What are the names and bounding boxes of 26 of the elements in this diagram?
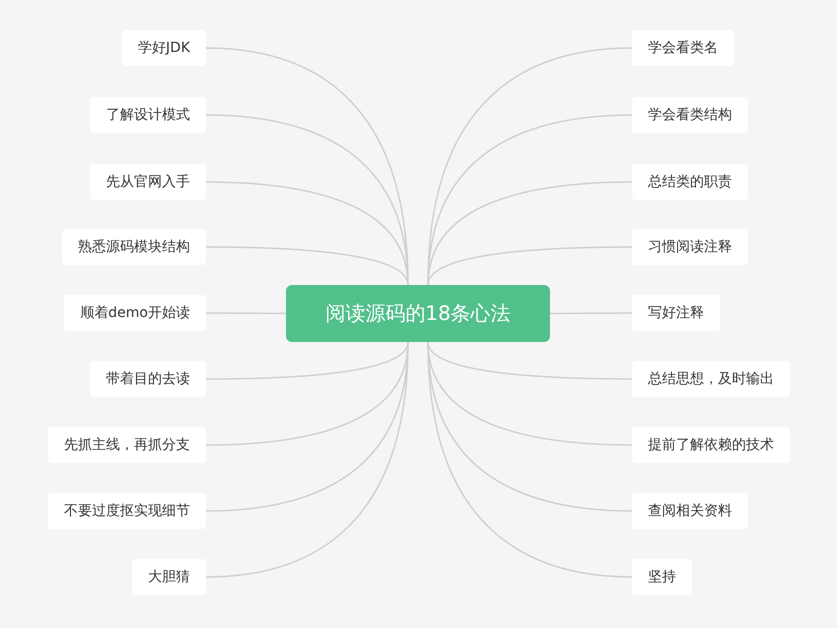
topic-box: 带着目的去读 [90, 361, 206, 397]
topic-box: 学好JDK [122, 30, 206, 66]
topic-box: 先抓主线，再抓分支 [48, 427, 206, 463]
central-topic-box: 阅读源码的18条心法 [286, 285, 550, 342]
topic-box: 了解设计模式 [90, 97, 206, 133]
topic-box: 先从官网入手 [90, 164, 206, 200]
topic-box: 学会看类结构 [632, 97, 748, 133]
topic-box: 熟悉源码模块结构 [62, 229, 206, 265]
connector [206, 312, 286, 314]
topic-box: 顺着demo开始读 [64, 295, 206, 331]
connector [206, 246, 409, 286]
connector [427, 246, 632, 286]
topic-box: 提前了解依赖的技术 [632, 427, 790, 463]
connector [206, 342, 409, 578]
connector [427, 47, 632, 286]
topic-box: 大胆猜 [132, 559, 206, 595]
topic-box: 坚持 [632, 559, 692, 595]
topic-box: 查阅相关资料 [632, 493, 748, 529]
connector [550, 312, 632, 314]
topic-box: 习惯阅读注释 [632, 229, 748, 265]
topic-box: 不要过度抠实现细节 [48, 493, 206, 529]
topic-box: 写好注释 [632, 295, 720, 331]
topic-box: 总结类的职责 [632, 164, 748, 200]
connector [427, 342, 632, 578]
topic-box: 总结思想，及时输出 [632, 361, 790, 397]
topic-box: 学会看类名 [632, 30, 734, 66]
